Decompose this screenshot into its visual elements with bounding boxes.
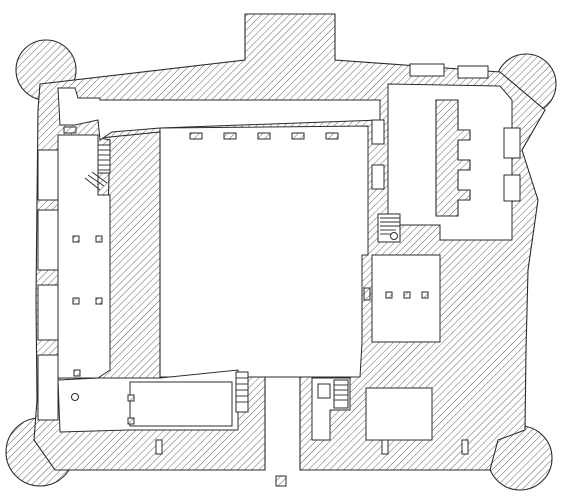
south-opening <box>155 439 163 455</box>
pier <box>95 297 103 305</box>
gate-pier <box>275 475 287 487</box>
west-stair <box>84 144 111 191</box>
ne-east-chamber <box>503 127 521 159</box>
east-hall-pier <box>421 291 429 299</box>
pier <box>72 235 80 243</box>
nw-passage <box>57 87 381 141</box>
courtyard-pier <box>325 132 339 140</box>
ne-wall-niche <box>457 65 489 79</box>
south-opening <box>461 439 469 455</box>
pier <box>63 126 77 134</box>
ne-stair <box>377 213 401 243</box>
courtyard-pier <box>257 132 271 140</box>
ne-east-chamber <box>503 174 521 202</box>
ne-inner-wall <box>435 99 471 217</box>
sw-room-east <box>129 381 233 427</box>
courtyard-pier <box>189 132 203 140</box>
pier <box>95 235 103 243</box>
ne-west-chamber <box>371 119 385 145</box>
west-range-room-4 <box>37 354 59 421</box>
well <box>71 393 79 401</box>
courtyard-pier <box>223 132 237 140</box>
se-stair <box>333 379 349 409</box>
south-opening <box>381 439 389 455</box>
east-hall-pier <box>385 291 393 299</box>
east-hall-pier <box>363 287 371 301</box>
pier <box>127 394 135 402</box>
sw-stair <box>235 371 249 413</box>
ne-wall-niche <box>409 63 445 77</box>
west-range-room-1 <box>37 149 59 201</box>
pier <box>73 369 81 377</box>
pier <box>72 297 80 305</box>
ne-west-chamber <box>371 164 385 190</box>
courtyard-pier <box>291 132 305 140</box>
west-range-room-2 <box>37 209 59 271</box>
pier <box>127 417 135 425</box>
courtyard <box>159 125 369 378</box>
east-hall-pier <box>403 291 411 299</box>
se-wall-niche <box>317 383 331 399</box>
se-chamber <box>365 387 433 441</box>
west-range-room-3 <box>37 284 59 341</box>
